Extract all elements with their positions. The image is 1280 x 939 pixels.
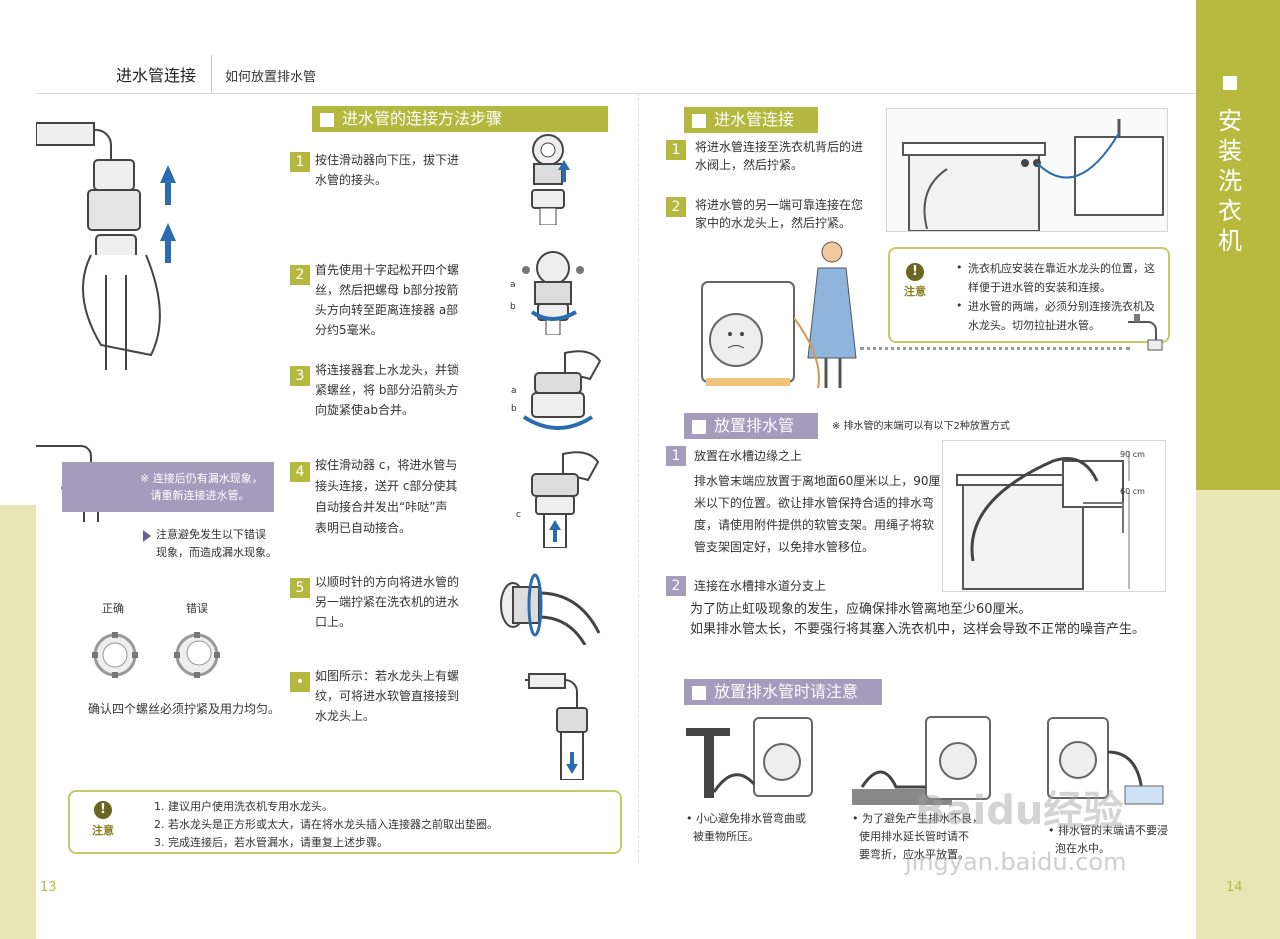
leak-warning-band: ※ 连接后仍有漏水现象， 请重新连接进水管。	[62, 462, 274, 512]
step-2-number: 2	[290, 265, 310, 285]
step-4-text: 按住滑动器 c，将进水管与 接头连接，送开 c部分使其 自动接合并发出“咔哒”声…	[315, 458, 458, 535]
inlet-step-2-number: 2	[666, 197, 686, 217]
watermark-brand: Baidu经验	[915, 788, 1124, 834]
step-5-text: 以顺时针的方向将进水管的 另一端拧紧在洗衣机的进水 口上。	[315, 575, 460, 629]
step-5-number: 5	[290, 578, 310, 598]
wrong-label: 错误	[186, 602, 208, 615]
drain-height-illustration	[942, 440, 1166, 592]
caution-item-2: 2. 若水龙头是正方形或太大，请在将水龙头插入连接器之前取出垫圈。	[154, 818, 498, 831]
page-number-left: 13	[40, 880, 57, 895]
inlet-section-header: 进水管连接	[684, 107, 818, 133]
bottom-caution-box: ! 注意 1. 建议用户使用洗衣机专用水龙头。 2. 若水龙头是正方形或太大，请…	[68, 790, 622, 854]
woman-washer-illustration	[700, 238, 870, 400]
drain-step-1-title: 放置在水槽边缘之上	[694, 449, 803, 463]
step-3-text: 将连接器套上水龙头，并锁 紧螺丝，将 b部分沿箭头方 向旋紧使ab合并。	[315, 363, 460, 417]
header-rule	[36, 93, 1196, 94]
right-faucet-icon	[1124, 312, 1164, 357]
steps-section-header: 进水管的连接方法步骤	[312, 106, 608, 132]
inlet-caution-bullet-1: •	[956, 261, 963, 274]
section-square-icon	[692, 419, 706, 434]
step-3-number: 3	[290, 366, 310, 386]
drain-step-1-text: 排水管末端应放置于离地面60厘米以上，90厘 米以下的位置。欲让排水管保持合适的…	[694, 474, 941, 554]
page-sub-title: 如何放置排水管	[225, 70, 317, 85]
inlet-caution-text-1: 洗衣机应安装在靠近水龙头的位置，这 样便于进水管的安装和连接。	[968, 262, 1155, 294]
step-5-illustration	[495, 565, 605, 645]
caution-exclamation-icon: !	[94, 801, 112, 819]
wrong-gasket-icon	[172, 630, 222, 680]
correct-gasket-icon	[90, 630, 140, 680]
measure-60cm: 60 cm	[1120, 487, 1145, 496]
watermark-url: jingyan.baidu.com	[905, 848, 1127, 876]
washer-back-illustration	[886, 108, 1168, 232]
drain-hint: ※ 排水管的末端可以有以下2种放置方式	[832, 421, 1010, 432]
inlet-caution-label: 注意	[904, 285, 926, 298]
right-page-band	[1196, 490, 1280, 939]
label-c-step4: c	[516, 510, 521, 520]
left-page-band	[0, 505, 36, 939]
header-divider	[211, 55, 212, 93]
inlet-step-2-text: 将进水管的另一端可靠连接在您 家中的水龙头上，然后拧紧。	[695, 198, 864, 230]
section-square-icon	[692, 685, 706, 700]
correct-label: 正确	[102, 602, 124, 615]
drain-step-1-number: 1	[666, 446, 686, 466]
drain-caution-item-1: • 小心避免排水管弯曲或 被重物所压。	[686, 812, 806, 843]
label-a-step2: a	[510, 280, 516, 290]
inlet-step-1-number: 1	[666, 140, 686, 160]
caution-item-1: 1. 建议用户使用洗衣机专用水龙头。	[154, 800, 333, 813]
page-gutter	[638, 93, 640, 863]
threaded-faucet-illustration	[525, 660, 605, 780]
bent-hose-illustration	[684, 712, 814, 807]
drain-caution-header: 放置排水管时请注意	[684, 679, 882, 705]
measure-90cm: 90 cm	[1120, 450, 1145, 459]
label-b-step2: b	[510, 302, 516, 312]
step-bullet-number: •	[290, 672, 310, 692]
caution-item-3: 3. 完成连接后，若水管漏水，请重复上述步骤。	[154, 836, 388, 849]
avoid-error-note: 注意避免发生以下错误 现象，而造成漏水现象。	[156, 528, 277, 559]
step-bullet-text: 如图所示：若水龙头上有螺 纹，可将进水软管直接接到 水龙头上。	[315, 669, 460, 723]
drain-step-2-title: 连接在水槽排水道分支上	[694, 579, 827, 593]
step-3-illustration	[510, 345, 605, 435]
dotted-hose-line	[860, 347, 1130, 350]
step-4-illustration	[518, 448, 608, 548]
inlet-caution-icon: !	[906, 263, 924, 281]
inlet-caution-text-2: 进水管的两端，必须分别连接洗衣机及 水龙头。切勿拉扯进水管。	[968, 300, 1155, 332]
triangle-bullet-icon	[143, 530, 151, 542]
left-page-margin	[0, 0, 36, 505]
chapter-square-icon	[1223, 76, 1237, 90]
step-1-text: 按住滑动器向下压，拔下进 水管的接头。	[315, 153, 460, 187]
step-4-number: 4	[290, 462, 310, 482]
section-square-icon	[320, 112, 334, 127]
inlet-step-1-text: 将进水管连接至洗衣机背后的进 水阀上，然后拧紧。	[695, 140, 864, 172]
drain-caution-item-2: • 为了避免产生排水不良， 使用排水延长管时请不 要弯折，应水平放置。	[852, 812, 983, 861]
step-1-number: 1	[290, 152, 310, 172]
faucet-connection-illustration	[36, 105, 206, 370]
drain-step-2-number: 2	[666, 576, 686, 596]
step-2-illustration	[508, 250, 588, 335]
page-section-title: 进水管连接	[116, 66, 197, 85]
vertical-chapter-title: 安 装 洗 衣 机	[1218, 107, 1242, 255]
page-number-right: 14	[1226, 880, 1243, 895]
inlet-caution-box: ! 注意 • 洗衣机应安装在靠近水龙头的位置，这 样便于进水管的安装和连接。 •…	[888, 247, 1170, 343]
drain-step-2-text: 为了防止虹吸现象的发生，应确保排水管离地至少60厘米。 如果排水管太长，不要强行…	[690, 602, 1146, 637]
label-b-step3: b	[511, 404, 517, 414]
screw-tighten-note: 确认四个螺丝必须拧紧及用力均匀。	[88, 702, 281, 716]
extension-hose-illustration	[852, 715, 1002, 807]
drain-section-header: 放置排水管	[684, 413, 818, 439]
label-a-step3: a	[511, 386, 517, 396]
submerged-hose-illustration	[1030, 712, 1165, 807]
right-chapter-tab: 安 装 洗 衣 机	[1196, 0, 1280, 490]
step-2-text: 首先使用十字起松开四个螺 丝，然后把螺母 b部分按箭 头方向转至距离连接器 a部…	[315, 263, 460, 337]
drain-caution-item-3: • 排水管的末端请不要浸 泡在水中。	[1048, 824, 1168, 855]
section-square-icon	[692, 113, 706, 128]
inlet-caution-bullet-2: •	[956, 299, 963, 312]
caution-label: 注意	[92, 824, 114, 837]
step-1-illustration	[518, 130, 578, 225]
leak-warning-text: ※ 连接后仍有漏水现象， 请重新连接进水管。	[140, 472, 263, 502]
